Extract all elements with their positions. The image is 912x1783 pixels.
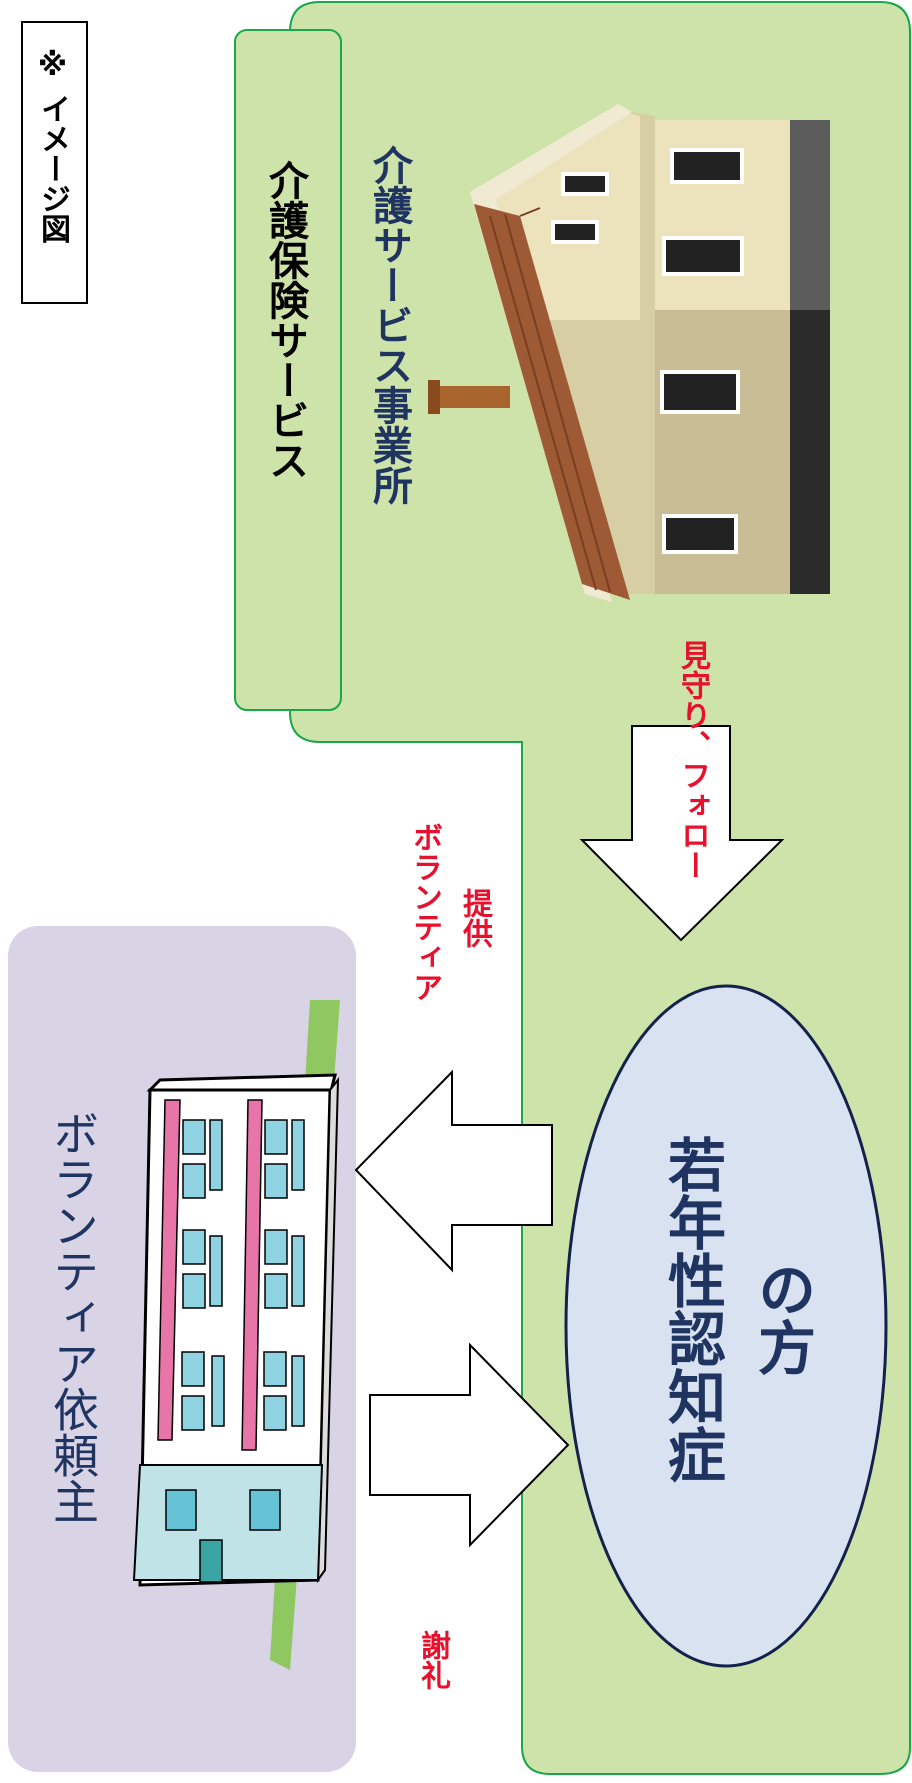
requester-label: ボランティア依頼主 [46,1110,100,1524]
care-office-house-icon [428,104,830,602]
note-label: ※ イメージ図 [35,48,70,244]
volunteer-provision-text-1: ボランティア [407,822,442,1002]
care-insurance-title: 介護保険サービス [262,160,308,480]
requester-building-icon [132,1000,340,1670]
thanks-text: 謝礼 [415,1630,450,1690]
note-box [21,21,88,304]
care-office-label: 介護サービス事業所 [366,145,412,505]
volunteer-provision-arrow [354,1069,553,1273]
person-label-line1: 若年性認知症 [658,1135,726,1483]
watch-follow-arrow [579,725,785,942]
person-label-line2: の方 [748,1260,816,1376]
thanks-arrow [369,1342,570,1548]
person-ellipse [564,984,888,1668]
volunteer-provision-text-2: 提供 [457,888,492,948]
care-title-box [234,29,342,711]
watch-follow-text: 見守り、フォロー [675,640,710,880]
